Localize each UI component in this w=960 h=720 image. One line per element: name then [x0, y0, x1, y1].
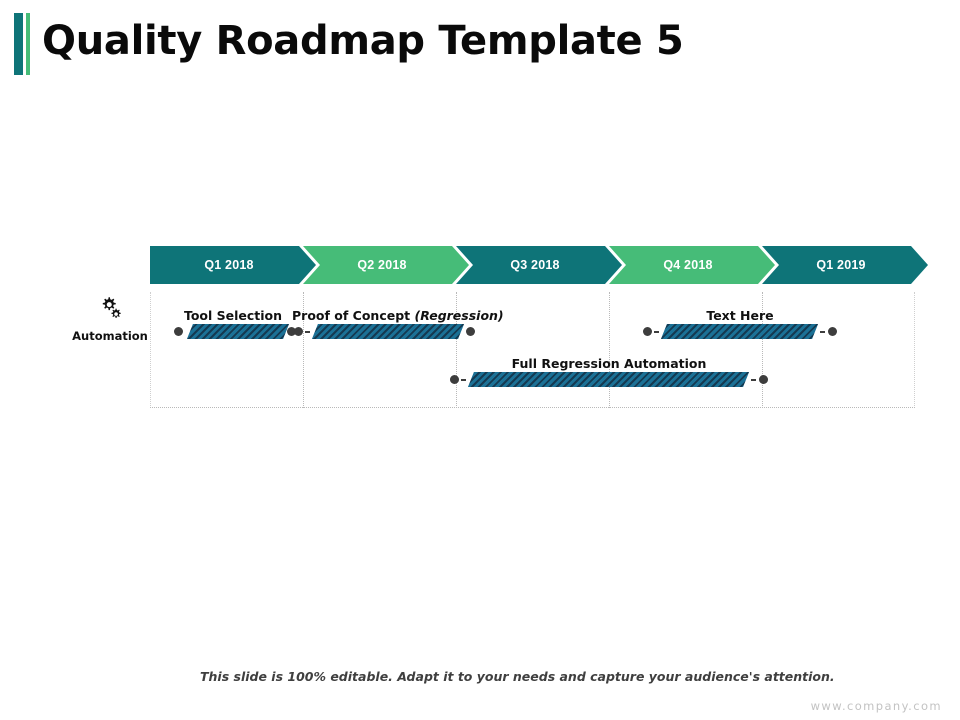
title-accent-bar-dark	[14, 13, 23, 75]
company-url: www.company.com	[810, 699, 942, 713]
task-end-dot	[759, 375, 768, 384]
grid-line-bottom	[150, 407, 915, 408]
task-label: Text Here	[706, 308, 774, 323]
roadmap-chart: Q1 2018 Q2 2018 Q3 2018 Q4 2018 Q1 2019 …	[150, 246, 915, 408]
task-end-dot	[287, 327, 296, 336]
grid-line-q4	[609, 292, 610, 408]
task-bar[interactable]	[187, 324, 289, 339]
task-end-dash	[751, 379, 756, 381]
timeline-period-q3-2018[interactable]: Q3 2018	[456, 246, 622, 284]
task-end-dash	[820, 331, 825, 333]
task-text-here[interactable]: Text Here	[643, 308, 837, 339]
grid-line-right	[914, 292, 915, 408]
task-start-dot	[643, 327, 652, 336]
grid-line-left	[150, 292, 151, 408]
timeline-period-label: Q4 2018	[663, 258, 713, 272]
grid-line-q3	[456, 292, 457, 408]
task-end-dot	[466, 327, 475, 336]
task-start-dash	[305, 331, 310, 333]
swimlane-label: Automation	[72, 329, 148, 343]
timeline-period-q1-2019[interactable]: Q1 2019	[762, 246, 928, 284]
task-full-regression-automation[interactable]: Full Regression Automation	[450, 356, 768, 387]
task-start-dash	[654, 331, 659, 333]
timeline-period-q1-2018[interactable]: Q1 2018	[150, 246, 316, 284]
title-accent-bar-green	[26, 13, 30, 75]
timeline-period-q2-2018[interactable]: Q2 2018	[303, 246, 469, 284]
timeline-period-label: Q1 2019	[816, 258, 866, 272]
task-label: Full Regression Automation	[511, 356, 707, 371]
timeline-period-label: Q2 2018	[357, 258, 407, 272]
task-start-dot	[174, 327, 183, 336]
task-proof-of-concept[interactable]: Proof of Concept (Regression)	[292, 308, 504, 339]
grid-line-q2	[303, 292, 304, 408]
timeline-header: Q1 2018 Q2 2018 Q3 2018 Q4 2018 Q1 2019	[150, 246, 915, 284]
task-start-dot	[450, 375, 459, 384]
timeline-period-label: Q3 2018	[510, 258, 560, 272]
gears-icon	[95, 297, 125, 326]
task-label: Tool Selection	[183, 308, 283, 323]
task-tool-selection[interactable]: Tool Selection	[174, 308, 296, 339]
timeline-period-label: Q1 2018	[204, 258, 254, 272]
grid-line-q5	[762, 292, 763, 408]
page-title: Quality Roadmap Template 5	[42, 18, 684, 64]
task-end-dot	[828, 327, 837, 336]
title-bar: Quality Roadmap Template 5	[0, 0, 960, 90]
task-label: Proof of Concept (Regression)	[292, 308, 504, 323]
task-start-dot	[294, 327, 303, 336]
task-bar[interactable]	[661, 324, 818, 339]
timeline-period-q4-2018[interactable]: Q4 2018	[609, 246, 775, 284]
editable-note: This slide is 100% editable. Adapt it to…	[200, 669, 835, 684]
task-bar[interactable]	[468, 372, 749, 387]
swimlane-automation: Automation	[62, 296, 158, 343]
task-start-dash	[461, 379, 466, 381]
task-bar[interactable]	[312, 324, 464, 339]
